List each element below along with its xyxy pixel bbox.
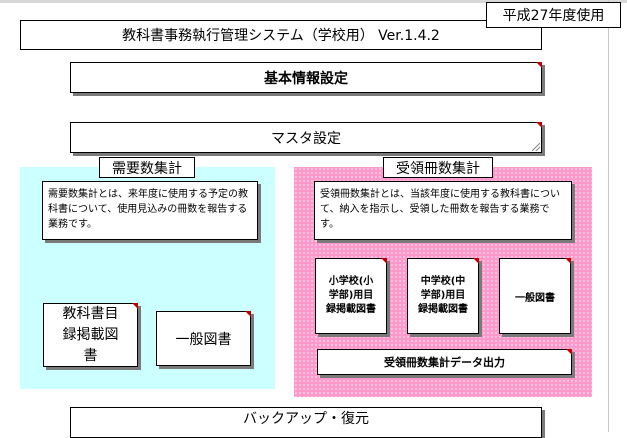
demand-textbook-label: 教科書目録掲載図書 xyxy=(62,305,119,364)
basic-info-label: 基本情報設定 xyxy=(264,70,348,87)
demand-textbook-list-button[interactable]: 教科書目録掲載図書 xyxy=(43,303,138,367)
resize-grip-icon[interactable] xyxy=(532,143,540,151)
master-settings-label: マスタ設定 xyxy=(271,130,341,147)
corner-marker-icon xyxy=(536,62,542,68)
received-panel-title: 受領冊数集計 xyxy=(383,157,493,178)
demand-general-label: 一般図書 xyxy=(175,331,232,348)
corner-marker-icon xyxy=(473,258,479,264)
basic-info-button[interactable]: 基本情報設定 xyxy=(70,62,542,93)
received-general-books-button[interactable]: 一般図書 xyxy=(499,258,571,334)
sheet-edge-line xyxy=(608,0,609,432)
year-badge: 平成27年度使用 xyxy=(486,2,621,28)
received-junior-high-button[interactable]: 中学校(中学部)用目録掲載図書 xyxy=(407,258,479,334)
received-junior-label: 中学校(中学部)用目録掲載図書 xyxy=(418,276,468,315)
corner-marker-icon xyxy=(132,303,138,309)
demand-description: 需要数集計とは、来年度に使用する予定の教科書について、使用見込みの冊数を報告する… xyxy=(42,181,258,240)
master-settings-button[interactable]: マスタ設定 xyxy=(70,122,542,153)
demand-general-books-button[interactable]: 一般図書 xyxy=(156,311,251,366)
corner-marker-icon xyxy=(245,311,251,317)
received-output-label: 受領冊数集計データ出力 xyxy=(384,356,505,369)
corner-marker-icon xyxy=(381,258,387,264)
corner-marker-icon xyxy=(566,349,572,355)
app-title-text: 教科書事務執行管理システム（学校用） Ver.1.4.2 xyxy=(122,28,440,44)
received-elementary-label: 小学校(小学部)用目録掲載図書 xyxy=(326,276,376,315)
received-general-label: 一般図書 xyxy=(515,292,555,304)
year-badge-text: 平成27年度使用 xyxy=(502,8,605,24)
demand-panel-title: 需要数集計 xyxy=(99,157,195,178)
received-title-text: 受領冊数集計 xyxy=(396,160,480,177)
backup-restore-button[interactable]: バックアップ・復元 xyxy=(70,407,542,438)
corner-marker-icon xyxy=(565,258,571,264)
top-edge xyxy=(0,0,627,3)
corner-marker-icon xyxy=(536,122,542,128)
received-data-output-button[interactable]: 受領冊数集計データ出力 xyxy=(317,349,572,375)
received-description: 受領冊数集計とは、当該年度に使用する教科書について、納入を指示し、受領した冊数を… xyxy=(314,181,572,240)
backup-restore-label: バックアップ・復元 xyxy=(243,410,369,427)
received-elementary-button[interactable]: 小学校(小学部)用目録掲載図書 xyxy=(315,258,387,334)
app-title: 教科書事務執行管理システム（学校用） Ver.1.4.2 xyxy=(20,20,542,50)
demand-title-text: 需要数集計 xyxy=(112,160,182,177)
